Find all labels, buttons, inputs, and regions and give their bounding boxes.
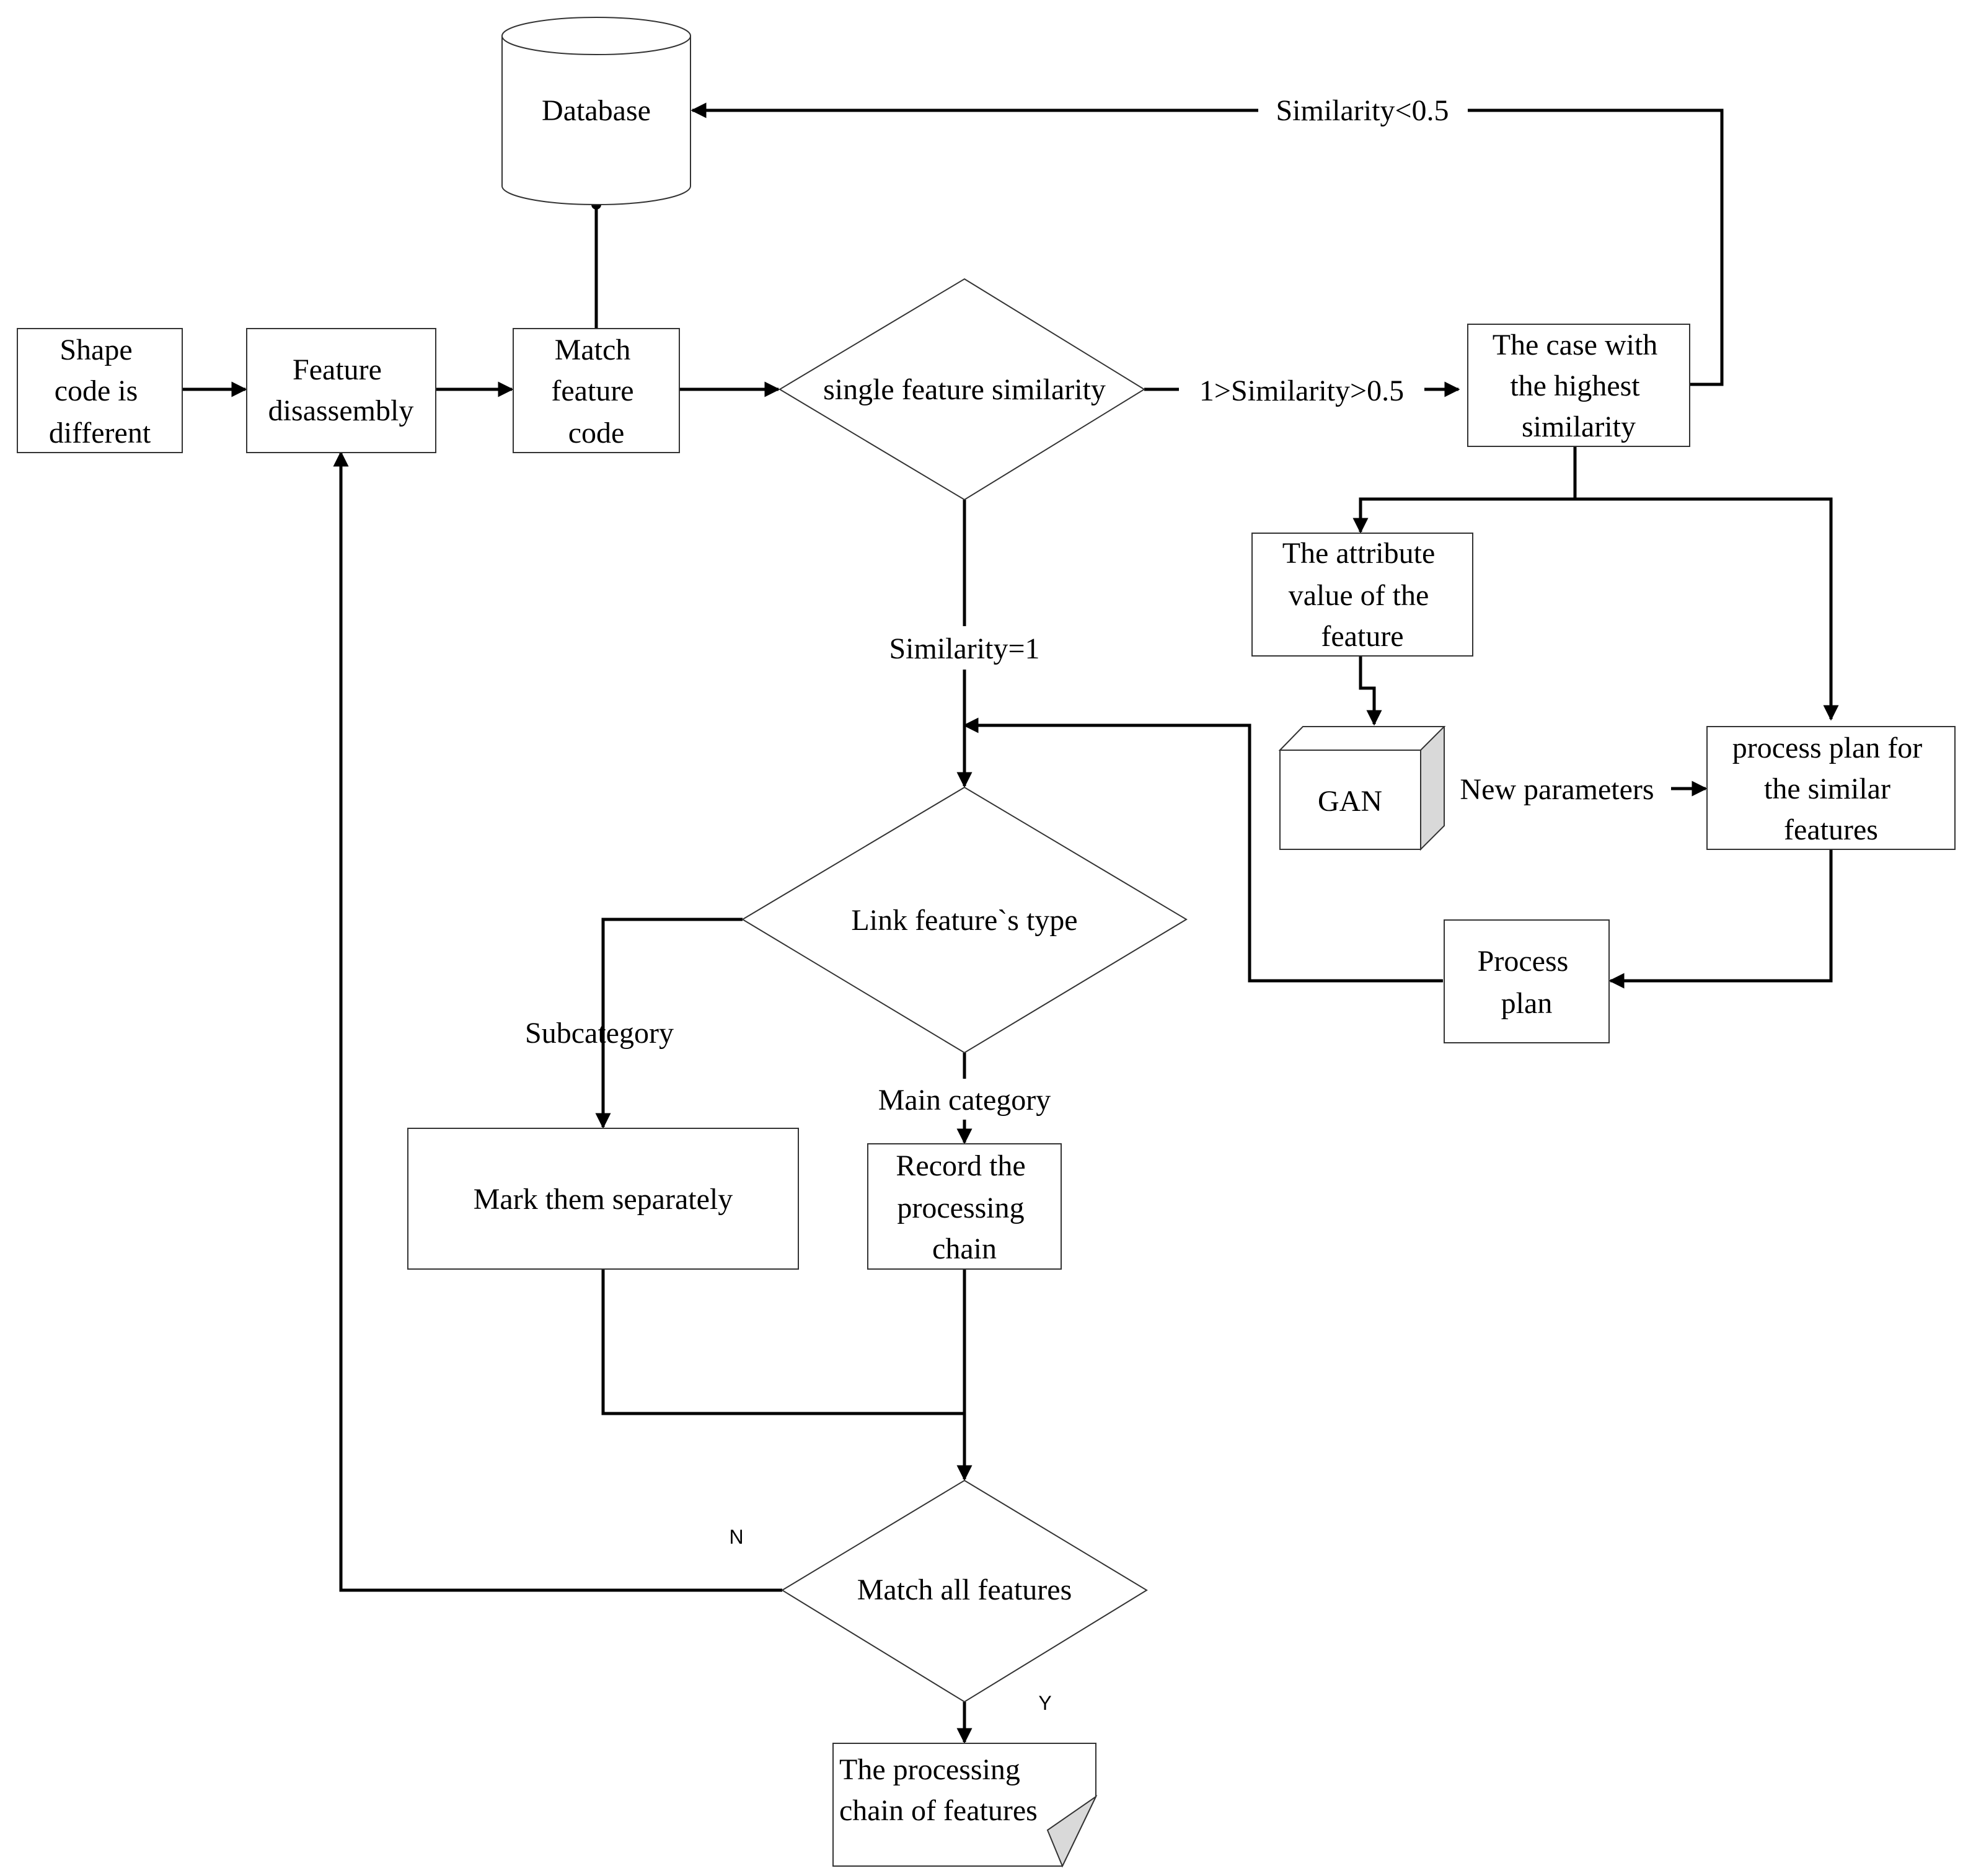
- highest-case-line-3: similarity: [1522, 410, 1636, 443]
- single-similarity-label: single feature similarity: [823, 373, 1106, 406]
- shape-code-line-1: Shape: [60, 334, 132, 366]
- svg-text:Feature disassembly: Feature disassembly: [268, 353, 414, 427]
- process-plan-node: Process plan: [1444, 919, 1610, 1043]
- edge-attribute-to-gan: [1359, 656, 1382, 726]
- processing-chain-line-2: chain of features: [839, 1794, 1038, 1827]
- processing-chain-document: The processing chain of features: [832, 1743, 1098, 1868]
- gan-node: GAN: [1278, 726, 1446, 851]
- svg-text:The processing chain of: The processing chain of features: [839, 1753, 1038, 1827]
- single-similarity-decision: single feature similarity: [779, 278, 1145, 501]
- process-plan-similar-node: process plan for the similar features: [1706, 726, 1956, 850]
- edge-link-type-to-mark: [595, 918, 743, 1129]
- shape-code-node: Shape code is different: [17, 328, 183, 453]
- match-all-decision: Match all features: [781, 1479, 1148, 1703]
- highest-case-line-2: the highest: [1510, 369, 1640, 402]
- attribute-value-line-2: value of the: [1289, 579, 1429, 612]
- record-chain-line-3: chain: [932, 1232, 997, 1265]
- attribute-value-line-3: feature: [1321, 620, 1403, 653]
- process-plan-line-2: plan: [1501, 987, 1553, 1020]
- label-similarity-eq: Similarity=1: [889, 632, 1039, 665]
- match-feature-code-node: Match feature code: [513, 328, 680, 453]
- label-yes: Y: [1038, 1692, 1051, 1714]
- edge-mark-to-match-all: [601, 1269, 964, 1415]
- svg-text:Process plan: Process plan: [1478, 945, 1576, 1020]
- attribute-value-line-1: The attribute: [1282, 537, 1436, 570]
- edge-match-all-to-disassembly: [333, 451, 782, 1592]
- process-plan-similar-line-2: the similar: [1764, 772, 1890, 805]
- edge-process-plan-to-main: [963, 717, 1443, 983]
- shape-code-line-3: different: [49, 417, 151, 449]
- processing-chain-line-1: The processing: [839, 1753, 1020, 1786]
- record-chain-line-1: Record the: [896, 1149, 1025, 1182]
- svg-text:Shape code is diff: Shape code is different: [49, 334, 151, 449]
- link-type-label: Link feature`s type: [851, 904, 1077, 937]
- mark-separately-node: Mark them separately: [407, 1128, 799, 1270]
- label-subcategory: Subcategory: [525, 1017, 674, 1050]
- label-main-category: Main category: [878, 1084, 1051, 1117]
- attribute-value-node: The attribute value of the feature: [1251, 533, 1473, 657]
- feature-disassembly-line-1: Feature: [293, 353, 382, 386]
- label-similarity-lt: Similarity<0.5: [1276, 94, 1449, 127]
- match-feature-code-line-1: Match: [555, 334, 631, 366]
- svg-text:The case with the highes: The case with the highest similarity: [1493, 329, 1665, 443]
- process-plan-line-1: Process: [1478, 945, 1569, 978]
- svg-text:Match feature code: Match feature code: [551, 334, 641, 449]
- edge-process-plan-similar-to-process-plan: [1608, 849, 1833, 989]
- feature-disassembly-node: Feature disassembly: [246, 328, 436, 453]
- record-chain-node: Record the processing chain: [867, 1143, 1062, 1270]
- process-plan-similar-line-1: process plan for: [1732, 732, 1923, 764]
- database-node: Database: [501, 17, 691, 205]
- feature-disassembly-line-2: disassembly: [268, 394, 414, 427]
- database-label: Database: [542, 94, 651, 127]
- label-no: N: [729, 1526, 743, 1548]
- highest-similarity-case-node: The case with the highest similarity: [1467, 324, 1690, 447]
- edge-highest-to-attribute: [1352, 446, 1577, 534]
- process-plan-similar-line-3: features: [1784, 813, 1878, 846]
- match-feature-code-line-3: code: [568, 417, 625, 449]
- edge-labels: Similarity<0.5 1>Similarity>0.5 Similari…: [525, 88, 1671, 1714]
- svg-text:The attribute value of t: The attribute value of the feature: [1282, 537, 1443, 653]
- edge-highest-to-database: [690, 102, 1724, 386]
- match-all-label: Match all features: [857, 1573, 1072, 1606]
- highest-case-line-1: The case with: [1493, 329, 1658, 361]
- edge-highest-to-process-plan-similar: [1575, 497, 1839, 721]
- label-new-parameters: New parameters: [1460, 773, 1654, 806]
- svg-text:Record the processing: Record the processing chain: [896, 1149, 1033, 1265]
- label-similarity-range: 1>Similarity>0.5: [1199, 374, 1404, 407]
- shape-code-line-2: code is: [55, 374, 138, 407]
- mark-separately-label: Mark them separately: [474, 1183, 733, 1216]
- match-feature-code-line-2: feature: [551, 374, 633, 407]
- record-chain-line-2: processing: [897, 1192, 1024, 1224]
- gan-label: GAN: [1318, 785, 1382, 818]
- svg-text:process plan for the sim: process plan for the similar features: [1732, 732, 1930, 846]
- link-type-decision: Link feature`s type: [741, 786, 1188, 1054]
